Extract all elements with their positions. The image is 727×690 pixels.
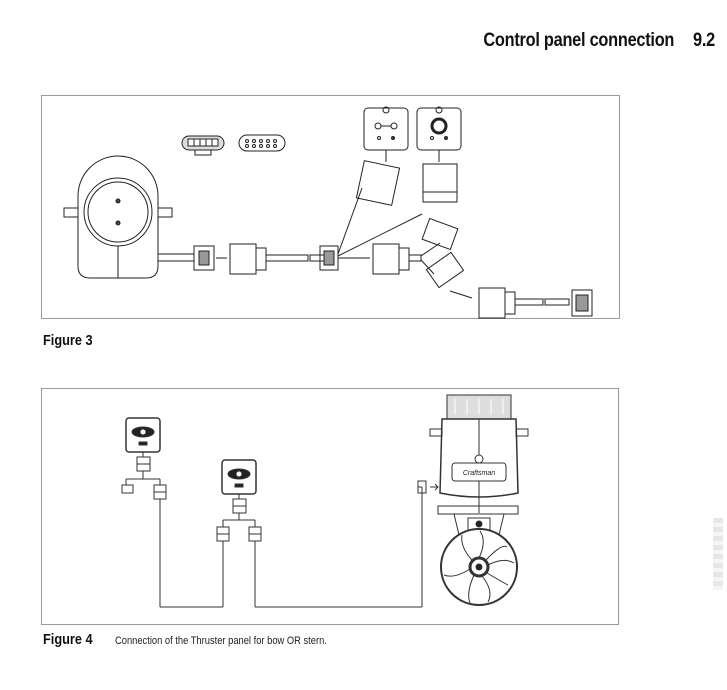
section-number: 9.2 (693, 30, 715, 51)
figure-4-diagram: Craftsman (121, 394, 529, 608)
connector-plug-4pin-icon (181, 135, 225, 156)
control-unit-icon (63, 155, 194, 279)
figure-3-label: Figure 3 (43, 332, 93, 349)
control-panel-2-icon (216, 459, 439, 608)
page-header: Control panel connection 9.2 (100, 30, 715, 52)
thruster-brand-label: Craftsman (463, 470, 495, 477)
t-splitter-icon (319, 187, 423, 271)
extension-cable-2-icon (372, 242, 441, 275)
control-panel-joystick-icon (416, 106, 462, 203)
figure-3-diagram (63, 106, 593, 319)
control-panel-1-icon (121, 417, 223, 608)
figure-3-frame (41, 95, 620, 319)
watermark-stamp (713, 518, 723, 590)
connector-plug-8pin-icon (238, 134, 286, 152)
control-panel-dual-button-icon (355, 106, 409, 206)
terminator-plug-icon (478, 287, 593, 319)
section-title: Control panel connection (483, 30, 675, 51)
figure-4-caption: Connection of the Thruster panel for bow… (115, 635, 327, 647)
figure-4-label: Figure 4 (43, 631, 93, 648)
propeller-icon (440, 528, 518, 606)
thruster-motor-icon: Craftsman (429, 394, 529, 540)
extension-cable-icon (229, 243, 333, 275)
splitter-plug-icon (421, 217, 473, 299)
figure-4-frame: Craftsman (41, 388, 619, 625)
inline-connector-1-icon (193, 245, 227, 271)
